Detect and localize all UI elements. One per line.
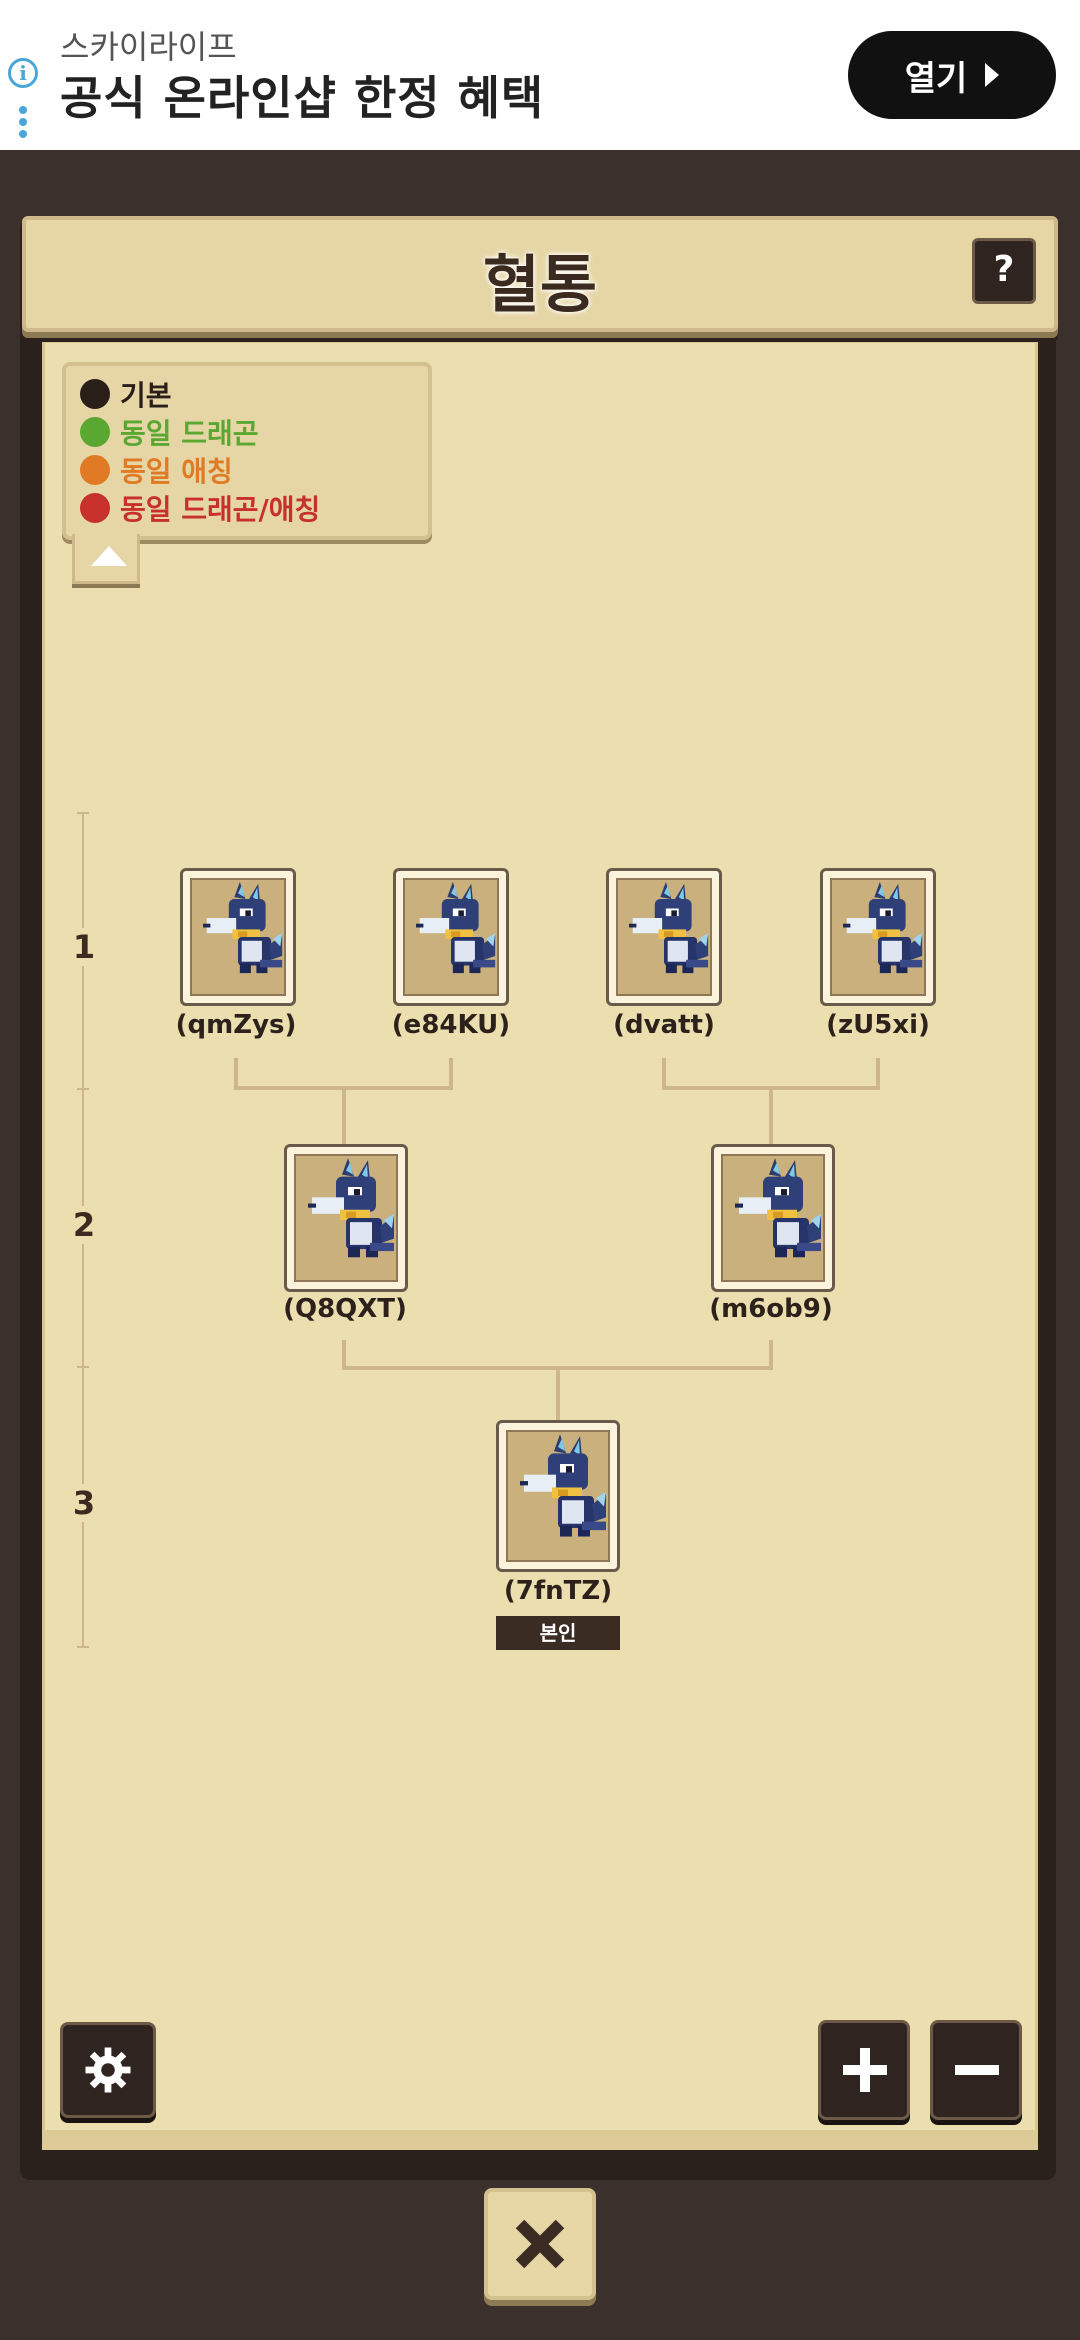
settings-button[interactable]	[60, 2022, 156, 2118]
legend-dot	[80, 417, 110, 447]
dragon-card[interactable]	[180, 868, 296, 1006]
ad-open-label: 열기	[904, 58, 968, 99]
generation-label: 2	[66, 1206, 102, 1244]
dragon-icon	[618, 880, 710, 994]
ad-banner[interactable]: i 스카이라이프 공식 온라인샵 한정 혜택 열기	[0, 0, 1080, 150]
dragon-icon	[723, 1156, 823, 1280]
legend-dot	[80, 455, 110, 485]
generation-label: 1	[66, 928, 102, 966]
ad-brand: 스카이라이프	[60, 28, 237, 66]
dragon-card[interactable]	[393, 868, 509, 1006]
dragon-name: (zU5xi)	[826, 1010, 930, 1040]
legend-dot	[80, 493, 110, 523]
dragon-name: (Q8QXT)	[283, 1294, 407, 1324]
help-button[interactable]: ?	[972, 238, 1036, 304]
gear-icon	[85, 2047, 131, 2093]
info-icon[interactable]: i	[8, 58, 38, 88]
close-icon	[515, 2219, 565, 2269]
ruler-tick	[77, 1646, 89, 1648]
legend-collapse-button[interactable]	[72, 534, 140, 584]
dragon-card[interactable]	[711, 1144, 835, 1292]
legend-dot	[80, 379, 110, 409]
ad-options-icon[interactable]	[19, 106, 27, 142]
legend-item-basic: 기본	[80, 376, 172, 412]
tree-connector	[556, 1368, 560, 1422]
dragon-card[interactable]	[284, 1144, 408, 1292]
dragon-name: (e84KU)	[391, 1010, 511, 1040]
legend-panel: 기본 동일 드래곤 동일 애칭 동일 드래곤/애칭	[62, 362, 432, 540]
tree-connector	[769, 1340, 773, 1368]
tree-connector	[769, 1088, 773, 1148]
self-badge: 본인	[496, 1616, 620, 1650]
chevron-up-icon	[91, 546, 127, 566]
tree-connector	[662, 1058, 666, 1088]
dragon-icon	[296, 1156, 396, 1280]
dragon-icon	[405, 880, 497, 994]
dragon-name: (dvatt)	[613, 1010, 715, 1040]
dragon-name: (7fnTZ)	[503, 1576, 613, 1606]
tree-connector	[234, 1058, 238, 1088]
generation-label: 3	[66, 1484, 102, 1522]
ruler-tick	[77, 812, 89, 814]
ruler-tick	[77, 1366, 89, 1368]
lineage-canvas[interactable]	[42, 340, 1038, 2150]
legend-item-same-nickname: 동일 애칭	[80, 452, 233, 488]
dragon-icon	[508, 1432, 608, 1560]
dragon-icon	[832, 880, 924, 994]
dragon-card[interactable]	[606, 868, 722, 1006]
zoom-in-button[interactable]	[818, 2020, 910, 2120]
zoom-out-button[interactable]	[930, 2020, 1022, 2120]
paper-edge	[42, 2130, 1038, 2150]
ad-headline: 공식 온라인샵 한정 혜택	[60, 71, 545, 125]
tree-connector	[342, 1088, 346, 1148]
dragon-card[interactable]	[496, 1420, 620, 1572]
page-title: 혈통	[482, 248, 598, 321]
play-arrow-icon	[985, 63, 1000, 87]
title-banner: 혈통	[22, 216, 1058, 332]
legend-item-same-both: 동일 드래곤/애칭	[80, 490, 320, 526]
ad-open-button[interactable]: 열기	[848, 31, 1056, 119]
tree-connector	[876, 1058, 880, 1088]
tree-connector	[449, 1058, 453, 1088]
legend-item-same-dragon: 동일 드래곤	[80, 414, 259, 450]
tree-connector	[342, 1340, 346, 1368]
dragon-name: (m6ob9)	[709, 1294, 833, 1324]
dragon-name: (qmZys)	[175, 1010, 297, 1040]
dragon-icon	[192, 880, 284, 994]
close-button[interactable]	[484, 2188, 596, 2300]
dragon-card[interactable]	[820, 868, 936, 1006]
ruler-tick	[77, 1088, 89, 1090]
